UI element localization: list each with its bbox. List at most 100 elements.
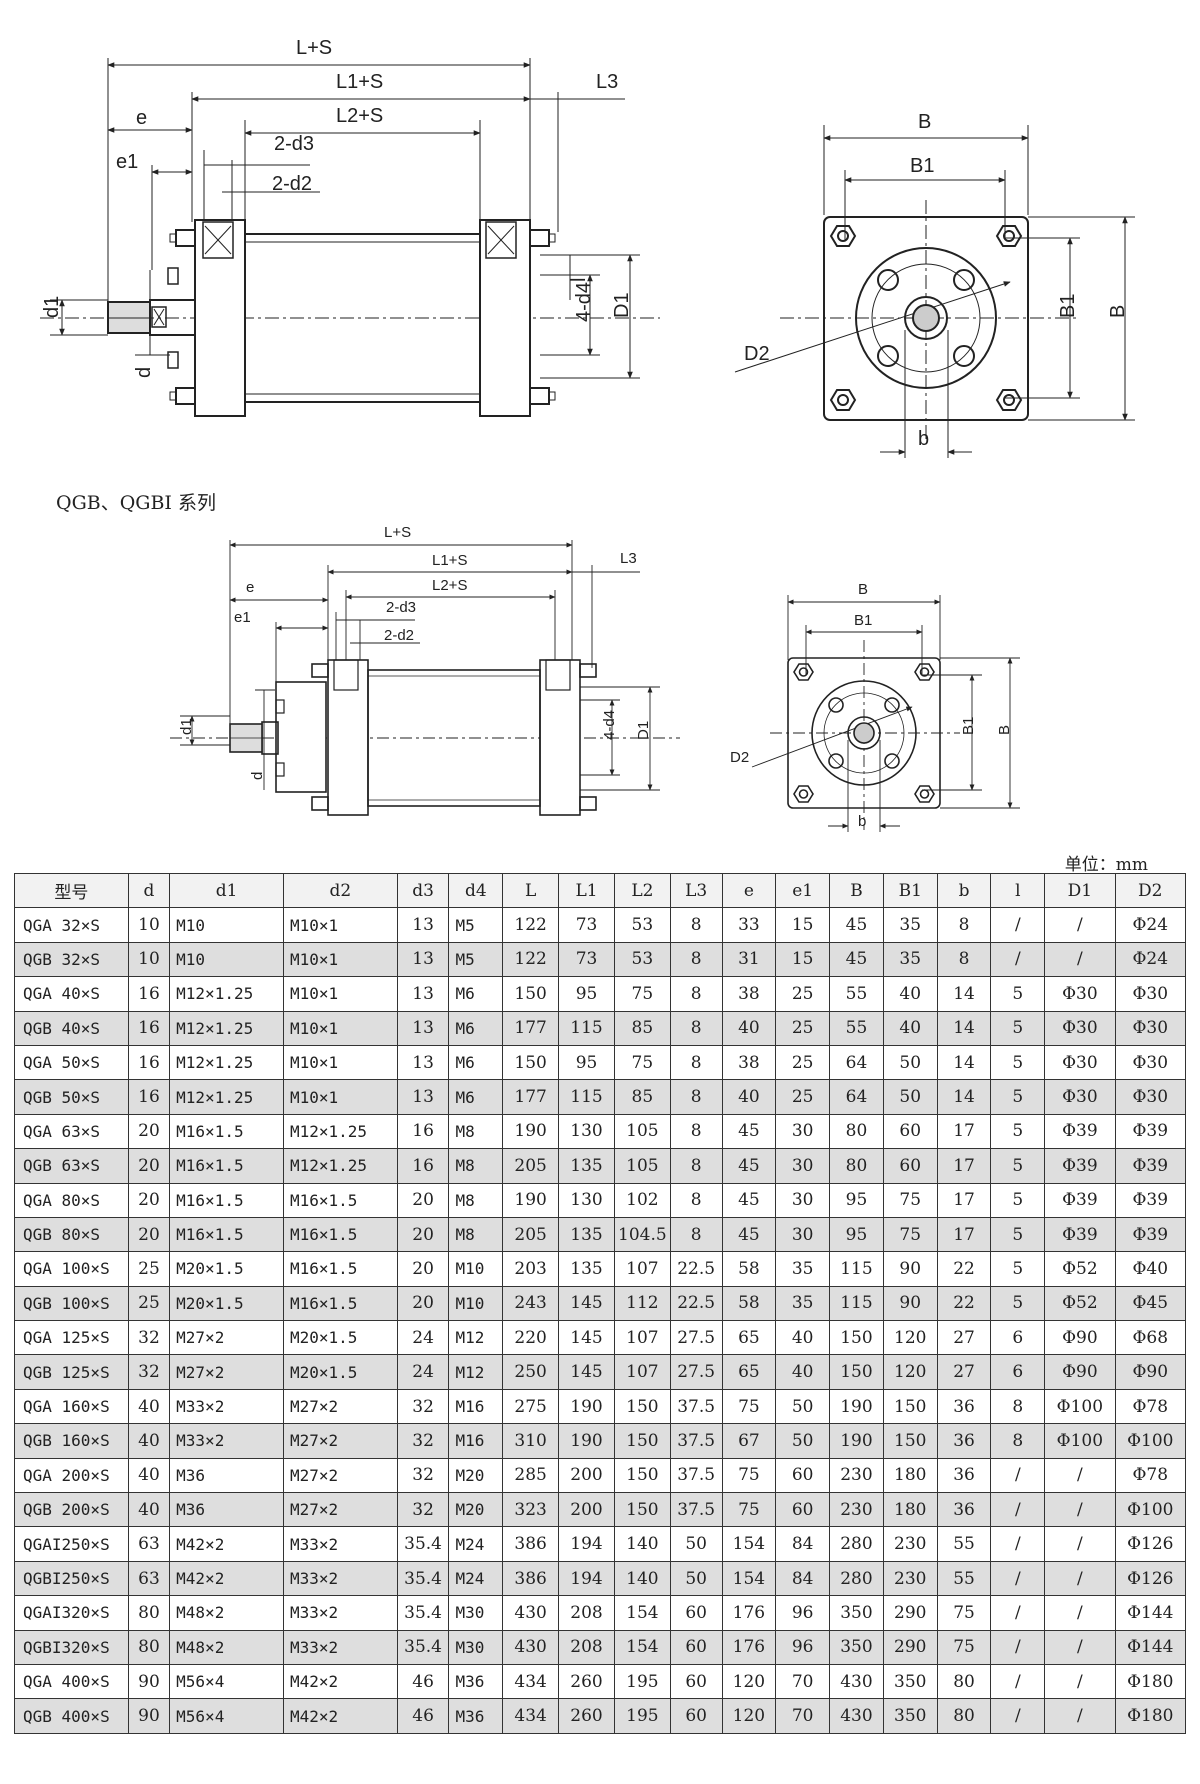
table-cell: 80 — [936, 1698, 992, 1734]
table-cell: 220 — [502, 1320, 560, 1356]
table-cell: 95 — [558, 1044, 615, 1081]
table-cell: 434 — [502, 1698, 560, 1734]
table-cell: 154 — [721, 1526, 777, 1562]
dim-l2-s: L2+S — [336, 105, 383, 127]
table-cell: 53 — [613, 941, 671, 978]
table-cell: 350 — [882, 1663, 938, 1700]
table-cell: M16×1.5 — [169, 1216, 284, 1253]
table-cell: 55 — [829, 1010, 884, 1046]
table-cell: 8 — [669, 1044, 723, 1081]
table-cell: M30 — [448, 1595, 504, 1631]
table-cell: 430 — [502, 1629, 560, 1665]
table-cell: 60 — [882, 1113, 938, 1150]
table-cell: 20 — [127, 1216, 171, 1253]
table-cell: 35 — [882, 907, 938, 943]
table-cell: Φ78 — [1114, 1457, 1187, 1494]
table-cell: 120 — [721, 1698, 777, 1734]
table-cell: M36 — [448, 1698, 504, 1734]
table-cell: 386 — [502, 1560, 560, 1597]
table-cell: M20×1.5 — [169, 1285, 284, 1322]
table-cell: Φ39 — [1044, 1182, 1116, 1218]
table-cell: M27×2 — [282, 1388, 398, 1425]
table-cell: 205 — [502, 1148, 560, 1184]
table-cell: / — [990, 1526, 1046, 1562]
table-cell: Φ24 — [1114, 907, 1187, 943]
table-cell: 40 — [721, 1079, 777, 1115]
table-cell: 280 — [829, 1560, 884, 1597]
table-cell: 150 — [829, 1320, 884, 1356]
table-cell: 75 — [721, 1388, 777, 1425]
table-cell: 20 — [127, 1148, 171, 1184]
table-cell: 177 — [502, 1079, 560, 1115]
table-cell: 150 — [613, 1388, 671, 1425]
table-cell: M24 — [448, 1526, 504, 1562]
table-cell: 120 — [882, 1320, 938, 1356]
table-cell: 290 — [882, 1629, 938, 1665]
table-cell: 115 — [558, 1079, 615, 1115]
table-cell: 70 — [775, 1698, 831, 1734]
table-cell: 35.4 — [396, 1595, 450, 1631]
table-cell: Φ90 — [1044, 1320, 1116, 1356]
dim-b: B — [918, 111, 931, 133]
table-cell: 40 — [882, 1010, 938, 1046]
table-cell: 40 — [127, 1492, 171, 1528]
table-cell: 10 — [127, 941, 171, 978]
model-cell: QGB 160×S — [14, 1423, 129, 1459]
table-cell: Φ180 — [1114, 1698, 1187, 1734]
table-cell: M16×1.5 — [282, 1216, 398, 1253]
table-cell: M20 — [448, 1492, 504, 1528]
table-cell: M12×1.25 — [282, 1148, 398, 1184]
table-cell: 230 — [882, 1560, 938, 1597]
table-cell: 32 — [396, 1423, 450, 1459]
table-cell: Φ39 — [1114, 1216, 1187, 1253]
table-cell: M42×2 — [169, 1560, 284, 1597]
table-cell: 15 — [775, 941, 831, 978]
table-cell: / — [990, 907, 1046, 943]
table-cell: 32 — [396, 1492, 450, 1528]
table-cell: 386 — [502, 1526, 560, 1562]
dim-e1: e1 — [116, 151, 138, 173]
table-cell: M10×1 — [282, 1010, 398, 1046]
table-cell: 285 — [502, 1457, 560, 1494]
table-cell: 195 — [613, 1663, 671, 1700]
table-cell: 230 — [882, 1526, 938, 1562]
table-cell: 122 — [502, 907, 560, 943]
table-cell: M27×2 — [169, 1354, 284, 1390]
table-cell: Φ40 — [1114, 1251, 1187, 1287]
dim-2-d3: 2-d3 — [274, 133, 314, 155]
table-cell: Φ144 — [1114, 1629, 1187, 1665]
table-cell: Φ24 — [1114, 941, 1187, 978]
table-cell: 73 — [558, 941, 615, 978]
table-cell: 8 — [669, 1010, 723, 1046]
table-cell: 45 — [721, 1113, 777, 1150]
table-cell: 50 — [669, 1526, 723, 1562]
table-cell: 16 — [396, 1148, 450, 1184]
table-cell: M12×1.25 — [169, 1079, 284, 1115]
table-cell: 32 — [396, 1388, 450, 1425]
table-cell: / — [1044, 1560, 1116, 1597]
table-cell: 50 — [775, 1423, 831, 1459]
table-cell: 46 — [396, 1698, 450, 1734]
table-cell: 208 — [558, 1595, 615, 1631]
dim-e: e — [136, 107, 147, 129]
table-cell: M33×2 — [169, 1388, 284, 1425]
bottom-side-view-labels: L+S L1+S L2+S L3 e e1 2-d3 2-d2 d1 d 4-d… — [178, 524, 652, 780]
table-cell: 33 — [721, 907, 777, 943]
table-cell: 8 — [669, 1148, 723, 1184]
column-header: e1 — [775, 872, 831, 909]
table-cell: 130 — [558, 1113, 615, 1150]
model-cell: QGA 50×S — [14, 1044, 129, 1081]
table-cell: 115 — [558, 1010, 615, 1046]
table-cell: 24 — [396, 1320, 450, 1356]
table-cell: 16 — [127, 1044, 171, 1081]
table-cell: 30 — [775, 1216, 831, 1253]
table-cell: 230 — [829, 1457, 884, 1494]
